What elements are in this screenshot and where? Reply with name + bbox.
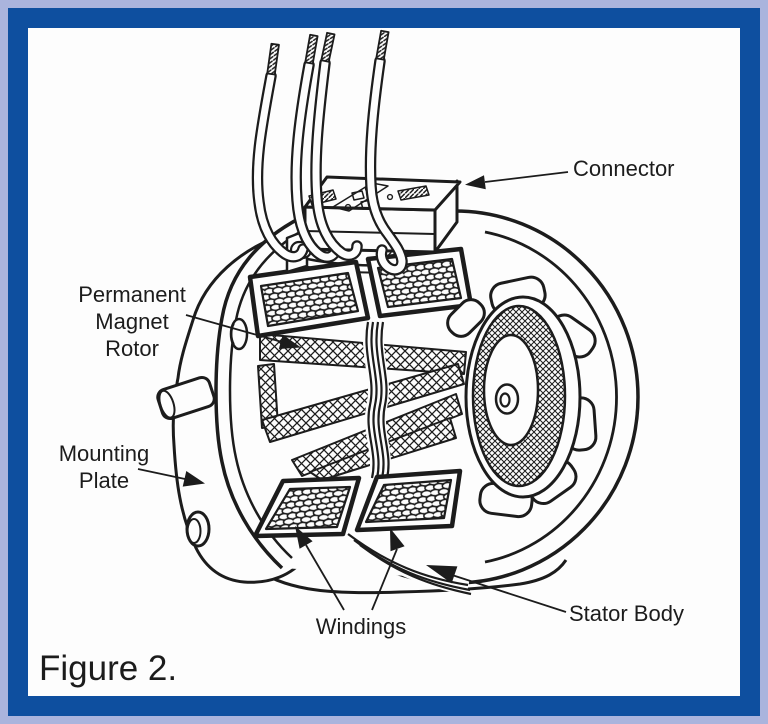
center-wire-bundle <box>362 320 391 481</box>
callout-mounting-plate: Mounting Plate <box>59 441 205 493</box>
arrowhead <box>278 334 301 349</box>
permanent-magnet-rotor-label-line1: Permanent <box>78 282 186 307</box>
windings-coils <box>247 246 474 539</box>
windings-label: Windings <box>316 614 406 639</box>
rotor-end-cap <box>446 275 598 519</box>
leader-line <box>137 468 186 480</box>
wire-2 <box>290 33 342 263</box>
wire-3 <box>310 31 363 261</box>
winding-bottom-right <box>354 468 463 533</box>
arrowhead <box>295 526 313 549</box>
permanent-magnet-rotor-label-line2: Magnet <box>95 309 168 334</box>
connector-label: Connector <box>573 156 675 181</box>
shaft-hole <box>499 392 511 408</box>
leader-line <box>185 314 283 343</box>
wire-stripped-tip <box>304 33 319 65</box>
mounting-plate-label-line2: Plate <box>79 468 129 493</box>
stator-body-label: Stator Body <box>569 601 684 626</box>
callout-windings: Windings <box>295 526 406 639</box>
arrowhead <box>390 528 405 552</box>
arrowhead <box>182 471 205 487</box>
bottom-wire-bundle <box>347 530 472 596</box>
mounting-hole <box>185 510 211 548</box>
arrowhead <box>465 175 486 190</box>
bell-boss-hole <box>229 317 249 351</box>
leader-line <box>484 171 569 183</box>
wire-stripped-tip <box>266 42 280 76</box>
arrowhead <box>426 565 458 584</box>
lead-wires <box>251 29 408 276</box>
callout-connector: Connector <box>465 156 675 190</box>
wire-4 <box>364 29 408 276</box>
leader-line <box>451 574 567 613</box>
leader-line <box>305 544 345 611</box>
mounting-plate-label-line1: Mounting <box>59 441 150 466</box>
permanent-magnet-rotor-label-line3: Rotor <box>105 336 159 361</box>
winding-top-left <box>247 259 371 339</box>
callouts: Connector Permanent Magnet Rotor Mountin… <box>59 156 684 639</box>
shaft-stub <box>156 375 216 421</box>
leader-line <box>371 548 398 611</box>
motor-drawing <box>156 29 640 596</box>
callout-stator-body: Stator Body <box>426 565 684 626</box>
figure-caption: Figure 2. <box>39 649 177 688</box>
wire-stripped-tip <box>375 29 390 61</box>
callout-permanent-magnet-rotor: Permanent Magnet Rotor <box>78 282 301 361</box>
winding-bottom-left <box>252 475 362 539</box>
wire-stripped-tip <box>320 31 336 63</box>
stator-bottom-edge <box>249 559 568 595</box>
wire-1 <box>251 42 309 263</box>
connector-block <box>285 175 462 274</box>
